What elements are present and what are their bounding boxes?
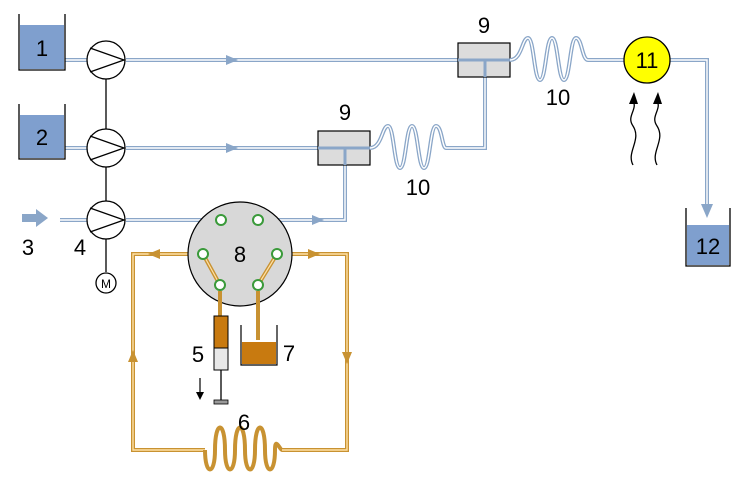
coil-top-label: 10 — [546, 85, 570, 110]
svg-text:M: M — [101, 277, 111, 291]
sample-vessel: 7 — [240, 291, 295, 366]
peristaltic-pump: M 4 — [74, 40, 126, 294]
reservoir-2-label: 2 — [36, 125, 48, 150]
inlet-arrow: 3 — [22, 209, 48, 260]
mixer-top-label: 9 — [478, 13, 490, 38]
carrier-tubing — [60, 58, 709, 222]
pump-head-2 — [86, 128, 126, 168]
reaction-coil-top: 10 — [509, 35, 589, 110]
injection-valve: 8 — [187, 201, 293, 307]
syringe-label: 5 — [192, 342, 204, 367]
reservoir-1: 1 — [18, 14, 66, 71]
reaction-coil-bottom: 10 — [369, 123, 448, 200]
motor-icon: M — [95, 272, 117, 294]
mixer-bottom-label: 9 — [339, 100, 351, 125]
mixer-bottom: 9 — [317, 100, 371, 166]
loop-label: 6 — [238, 410, 250, 435]
waste-container: 12 — [685, 208, 731, 267]
pump-head-3 — [86, 200, 126, 240]
pump-label: 4 — [74, 235, 86, 260]
reservoir-2: 2 — [18, 104, 66, 160]
light-wave-icon — [629, 92, 662, 166]
sample-loop-tubing: 6 — [128, 249, 352, 472]
detector-label: 11 — [636, 48, 659, 73]
inlet-label: 3 — [22, 235, 34, 260]
reaction-coil-6 — [203, 425, 284, 472]
vessel-label: 7 — [283, 341, 295, 366]
pump-head-1 — [86, 40, 126, 80]
valve-label: 8 — [234, 242, 246, 267]
waste-label: 12 — [696, 234, 720, 259]
flow-arrows — [226, 55, 713, 225]
detector: 11 — [623, 36, 671, 166]
coil-bottom-label: 10 — [406, 175, 430, 200]
mixer-top: 9 — [457, 13, 511, 78]
reservoir-1-label: 1 — [36, 36, 48, 61]
syringe: 5 — [192, 291, 229, 405]
